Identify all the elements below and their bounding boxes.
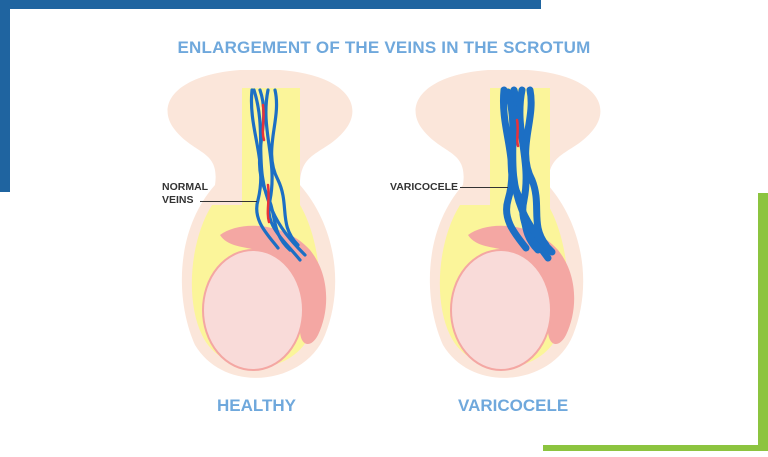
healthy-caption: HEALTHY: [217, 396, 297, 415]
varicocele-caption: VARICOCELE: [458, 396, 569, 415]
testis: [450, 249, 552, 371]
normal-veins-label-line1: NORMAL: [162, 181, 209, 193]
illustration-card: [10, 9, 758, 445]
varicocele-illustration: [415, 70, 601, 378]
varicocele-leader-line: [460, 187, 508, 188]
normal-veins-leader-line: [200, 201, 257, 202]
epididymis: [220, 225, 327, 345]
healthy-scrotum-illustration: [167, 70, 353, 378]
normal-veins-label-line2: VEINS: [162, 194, 194, 206]
dilated-veins: [499, 86, 556, 262]
varicocele-arteries: [515, 118, 520, 148]
normal-arteries: [261, 103, 271, 224]
normal-veins-label: NORMAL VEINS: [162, 181, 208, 207]
diagram-title: ENLARGEMENT OF THE VEINS IN THE SCROTUM: [177, 38, 591, 57]
varicocele-label: VARICOCELE: [390, 181, 459, 193]
testis: [202, 249, 304, 371]
